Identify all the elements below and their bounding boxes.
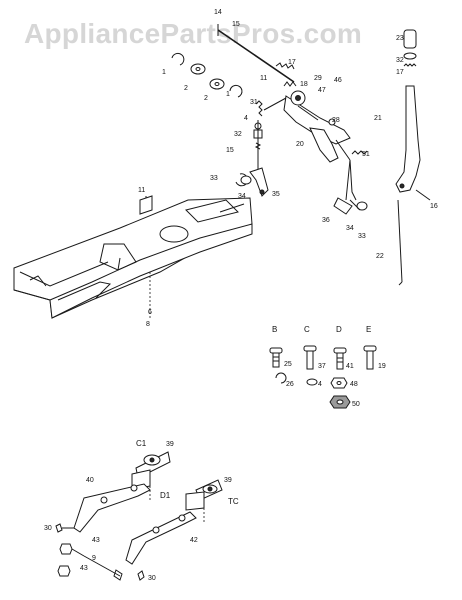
frame-chassis xyxy=(13,195,253,319)
label-40: 40 xyxy=(86,477,94,484)
label-1b: 1 xyxy=(226,91,230,98)
label-33b: 33 xyxy=(358,233,366,240)
kit-washer-26: 26 xyxy=(286,381,294,388)
label-18: 18 xyxy=(300,81,308,88)
label-2b: 2 xyxy=(204,95,208,102)
label-4: 4 xyxy=(244,115,248,122)
label-42: 42 xyxy=(190,537,198,544)
label-d1: D1 xyxy=(160,491,171,500)
label-11: 11 xyxy=(260,75,267,82)
label-15b: 15 xyxy=(226,147,234,154)
label-43b: 43 xyxy=(80,565,88,572)
long-rod xyxy=(397,199,403,286)
kit-nut-48: 48 xyxy=(350,381,358,388)
callout-labels: 1 2 2 1 14 15 17 11 18 29 47 46 31 4 32 … xyxy=(44,9,438,582)
label-14: 14 xyxy=(214,9,222,16)
label-39b: 39 xyxy=(224,477,232,484)
label-1: 1 xyxy=(162,69,166,76)
label-29: 29 xyxy=(314,75,322,82)
kit-header-d: D xyxy=(336,325,342,334)
label-tc: TC xyxy=(228,497,239,506)
lower-arm-assembly xyxy=(55,451,223,581)
label-51: 51 xyxy=(362,151,370,158)
shift-lever xyxy=(395,29,431,201)
label-2a: 2 xyxy=(184,85,188,92)
label-9: 9 xyxy=(92,555,96,562)
label-34a: 34 xyxy=(238,193,246,200)
label-32: 32 xyxy=(234,131,242,138)
kit-washer-4: 4 xyxy=(318,381,322,388)
kit-header-e: E xyxy=(366,325,371,334)
label-17b: 17 xyxy=(396,69,404,76)
label-6: 6 xyxy=(148,309,152,316)
watermark: AppliancePartsPros.com xyxy=(24,18,363,49)
hardware-kit xyxy=(269,345,377,409)
small-spring-group xyxy=(253,100,263,170)
label-46: 46 xyxy=(334,77,342,84)
upper-rod-assembly xyxy=(217,24,297,87)
label-22: 22 xyxy=(376,253,384,260)
label-35: 35 xyxy=(272,191,280,198)
kit-bolt-37: 37 xyxy=(318,363,326,370)
rocker-lever xyxy=(263,90,357,201)
kit-header-b: B xyxy=(272,325,277,334)
kit-header-c: C xyxy=(304,325,310,334)
kit-bolt-19: 19 xyxy=(378,363,386,370)
kit-bolt-41: 41 xyxy=(346,363,354,370)
label-33a: 33 xyxy=(210,175,218,182)
spring-51 xyxy=(351,150,368,155)
label-34b: 34 xyxy=(346,225,354,232)
label-16: 16 xyxy=(430,203,438,210)
label-32b: 32 xyxy=(396,57,404,64)
label-30b: 30 xyxy=(148,575,156,582)
label-23: 23 xyxy=(396,35,404,42)
label-30a: 30 xyxy=(44,525,52,532)
label-15: 15 xyxy=(232,21,240,28)
label-c1: C1 xyxy=(136,439,147,448)
label-28: 28 xyxy=(332,117,340,124)
lower-rocker xyxy=(235,159,368,215)
label-43a: 43 xyxy=(92,537,100,544)
label-20: 20 xyxy=(296,141,304,148)
label-31: 31 xyxy=(250,99,258,106)
label-17: 17 xyxy=(288,59,296,66)
label-36: 36 xyxy=(322,217,330,224)
label-39a: 39 xyxy=(166,441,174,448)
label-11b: 11 xyxy=(138,187,145,194)
label-8: 8 xyxy=(146,321,150,328)
upper-clips xyxy=(171,52,243,98)
label-21: 21 xyxy=(374,115,382,122)
label-47: 47 xyxy=(318,87,326,94)
kit-bolt-25: 25 xyxy=(284,361,292,368)
kit-nut-50: 50 xyxy=(352,401,360,408)
